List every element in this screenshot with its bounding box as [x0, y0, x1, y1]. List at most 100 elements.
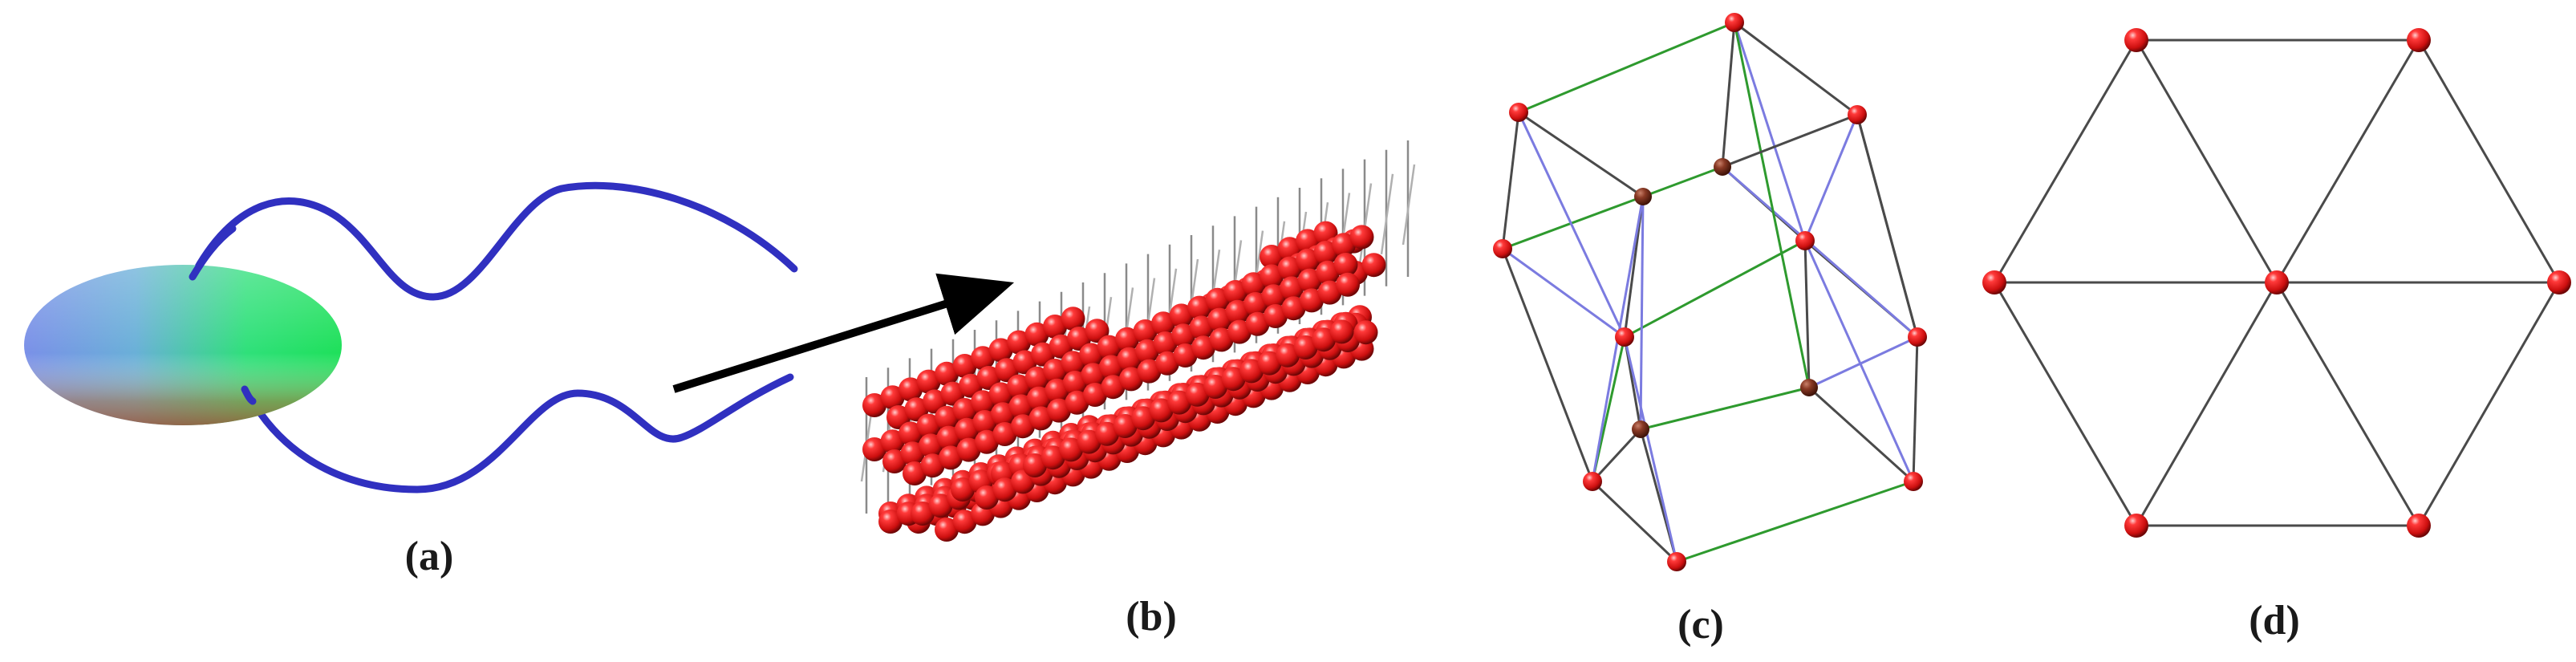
hexagon-bond	[1993, 282, 2138, 526]
hexagon-bonds	[1993, 39, 2561, 527]
tube-atom	[1243, 292, 1268, 316]
tube-atom	[1065, 390, 1089, 415]
lattice-bond	[1591, 428, 1642, 483]
lattice-bond	[1518, 111, 1644, 198]
tube-atom	[916, 413, 941, 438]
tube-atom	[1361, 253, 1386, 278]
tube-atom	[1239, 359, 1264, 384]
tube-atom	[928, 493, 953, 518]
panel-a: (a)	[24, 181, 798, 579]
tube-atom	[1189, 315, 1214, 340]
tube-atom	[1245, 311, 1270, 336]
lattice-bond	[1591, 480, 1678, 563]
polymer-strand-upper	[189, 181, 798, 301]
tube-atom	[1280, 276, 1304, 301]
lattice-bond	[1733, 22, 1811, 388]
tube-atom	[1008, 394, 1033, 419]
tube-atom	[916, 369, 941, 394]
lattice-atom	[1667, 552, 1686, 571]
lattice-atoms	[1493, 13, 1927, 571]
tube-atom	[951, 477, 975, 502]
lattice-atom	[1583, 472, 1602, 491]
tube-atom	[1207, 307, 1231, 332]
tube-atom	[1115, 327, 1139, 351]
lattice-bond	[1517, 112, 1626, 338]
tube-atom	[1260, 264, 1284, 289]
tube-atom	[1101, 375, 1126, 400]
tube-atom	[1131, 406, 1155, 431]
tube-atom	[1260, 245, 1284, 269]
tube-atom	[1276, 343, 1300, 368]
tube-atom	[1297, 268, 1322, 293]
hexagon-atoms	[1982, 28, 2571, 538]
tube-atom	[1153, 331, 1178, 355]
lattice-bond	[1722, 113, 1858, 169]
tube-atom	[1024, 366, 1049, 391]
lattice-bond	[1803, 240, 1915, 482]
hexagon-atom	[2407, 28, 2431, 52]
lattice-bond	[1640, 386, 1810, 431]
lattice-bond	[1518, 21, 1735, 114]
tube-atom	[911, 502, 935, 526]
tube-atom	[862, 437, 886, 461]
tube-atom	[952, 354, 977, 378]
lattice-bond	[1803, 240, 1811, 388]
tube-atom	[1113, 414, 1138, 438]
tube-atom	[1095, 421, 1119, 446]
tube-atom	[1149, 398, 1174, 423]
hexagon-bond	[2417, 39, 2561, 283]
tube-atom	[1281, 296, 1306, 321]
strand-overlap-upper	[189, 225, 237, 281]
lattice-bond	[1733, 22, 1807, 242]
hexagon-atom	[2124, 28, 2148, 52]
tube-atom	[955, 417, 979, 442]
hexagon-bond	[2275, 282, 2420, 526]
tube-atom	[862, 393, 886, 417]
lattice-bond	[1502, 195, 1644, 250]
tube-atom	[1316, 260, 1340, 285]
lattice-bond	[1639, 196, 1645, 430]
tube-atom	[880, 429, 905, 454]
lattice-atom	[1632, 420, 1649, 438]
tube-atom	[1137, 359, 1162, 384]
tube-atom	[939, 445, 963, 470]
tube-atom	[1209, 327, 1234, 352]
tube-atom	[1317, 280, 1342, 305]
tube-atom	[1155, 351, 1179, 376]
tube-atom	[1077, 429, 1101, 454]
panel-c: (c)	[1493, 13, 1927, 648]
tube-atom	[1167, 390, 1191, 415]
tube-atom	[1187, 295, 1211, 320]
tube-atom	[1059, 437, 1083, 462]
tube-atom	[1007, 330, 1031, 355]
ellipsoid-shading	[24, 265, 342, 425]
tube-atom	[1119, 367, 1143, 392]
tube-atom	[1083, 383, 1107, 407]
lattice-bond	[1676, 480, 1914, 563]
lattice-bond	[1501, 112, 1520, 250]
tube-atom	[1257, 351, 1282, 376]
tube-atom	[988, 382, 1013, 407]
tube-atom	[1296, 248, 1320, 273]
lattice-bond	[1624, 239, 1806, 339]
tube-atom	[1063, 371, 1087, 395]
hexagon-atom	[2547, 270, 2571, 294]
tube-atom	[935, 405, 959, 430]
tube-atom	[900, 441, 925, 466]
tube-atom	[1225, 299, 1250, 324]
tube-atom	[1081, 363, 1105, 388]
nanotube-atoms	[862, 221, 1386, 542]
lattice-bond	[1722, 165, 1918, 339]
lattice-bond	[1808, 335, 1918, 389]
tube-atom	[1061, 307, 1085, 331]
tube-atom	[882, 449, 907, 473]
tube-atom	[975, 429, 999, 454]
tube-atom	[971, 390, 995, 415]
tube-atom	[919, 433, 943, 458]
tube-atom	[1099, 355, 1123, 380]
lattice-atom	[1848, 105, 1867, 124]
tube-atom	[1028, 406, 1053, 431]
strand-overlap-lower	[241, 385, 257, 405]
tube-atom	[992, 477, 1017, 502]
